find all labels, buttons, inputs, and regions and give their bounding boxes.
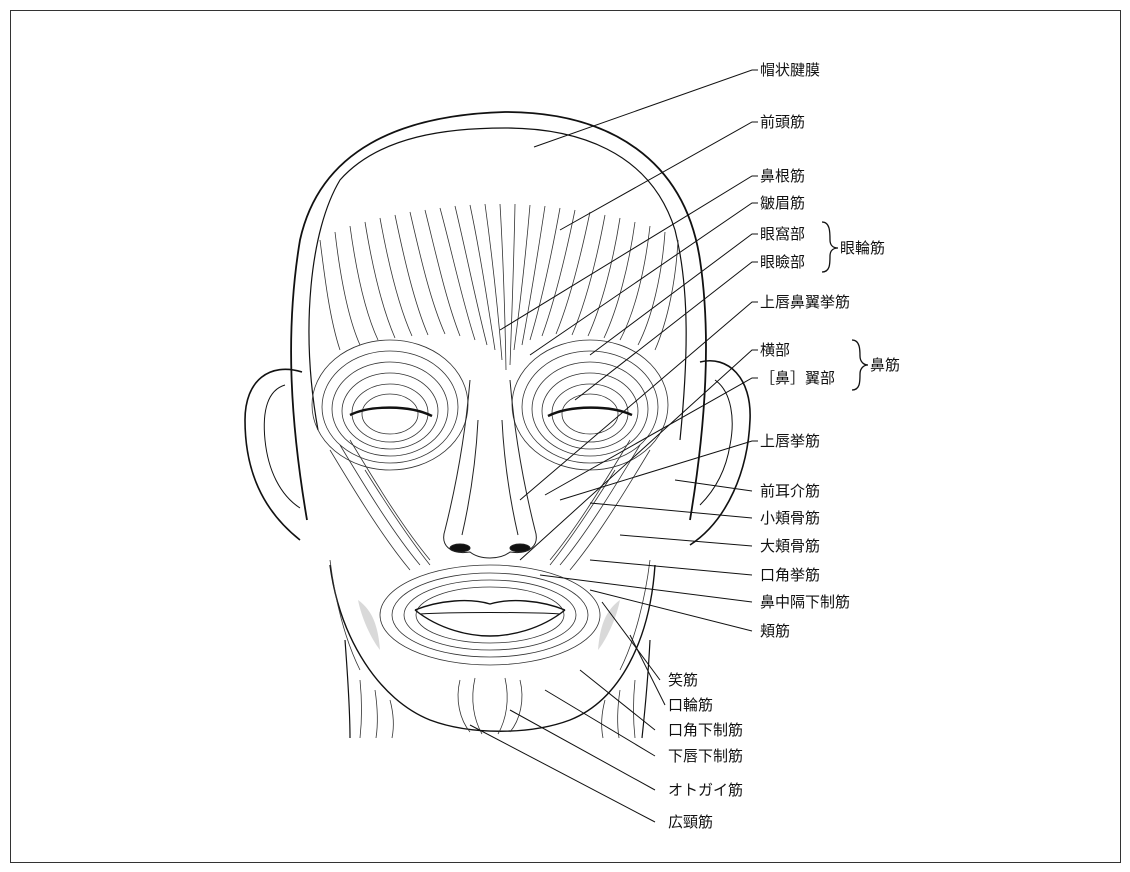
head-outline (245, 112, 750, 738)
label-procerus: 鼻根筋 (760, 167, 805, 185)
label-corrugator: 皺眉筋 (760, 194, 805, 212)
label-nasalis: 鼻筋 (870, 356, 900, 374)
orbicularis-oris (380, 565, 600, 665)
label-levator-anguli-oris: 口角挙筋 (760, 566, 820, 584)
chin-fibres (360, 678, 635, 738)
label-orbital-part: 眼窩部 (760, 225, 805, 243)
buccal-shading (358, 600, 620, 650)
label-depressor-labii-inferioris: 下唇下制筋 (668, 747, 743, 765)
label-levator-labii-alaeque: 上唇鼻翼挙筋 (760, 293, 850, 311)
label-zygomaticus-minor: 小頬骨筋 (760, 509, 820, 527)
eyelids (350, 408, 632, 416)
label-palpebral-part: 眼瞼部 (760, 253, 805, 271)
label-frontalis: 前頭筋 (760, 113, 805, 131)
label-platysma: 広頸筋 (668, 813, 713, 831)
label-buccinator: 頬筋 (760, 622, 790, 640)
label-depressor-anguli-oris: 口角下制筋 (668, 721, 743, 739)
label-galea: 帽状腱膜 (760, 61, 820, 79)
label-risorius: 笑筋 (668, 671, 698, 689)
label-alar-part: ［鼻］翼部 (760, 369, 835, 387)
label-mentalis: オトガイ筋 (668, 781, 743, 799)
leader-lines (470, 70, 758, 822)
frontalis-fibres (320, 204, 678, 370)
label-orbicularis-oculi: 眼輪筋 (840, 239, 885, 257)
label-depressor-septi: 鼻中隔下制筋 (760, 593, 850, 611)
label-zygomaticus-major: 大頬骨筋 (760, 537, 820, 555)
orbicularis-oculi (312, 340, 668, 470)
label-transverse-part: 横部 (760, 341, 790, 359)
label-levator-labii: 上唇挙筋 (760, 432, 820, 450)
lips (415, 601, 565, 636)
label-orbicularis-oris: 口輪筋 (668, 696, 713, 714)
label-auricularis-anterior: 前耳介筋 (760, 482, 820, 500)
